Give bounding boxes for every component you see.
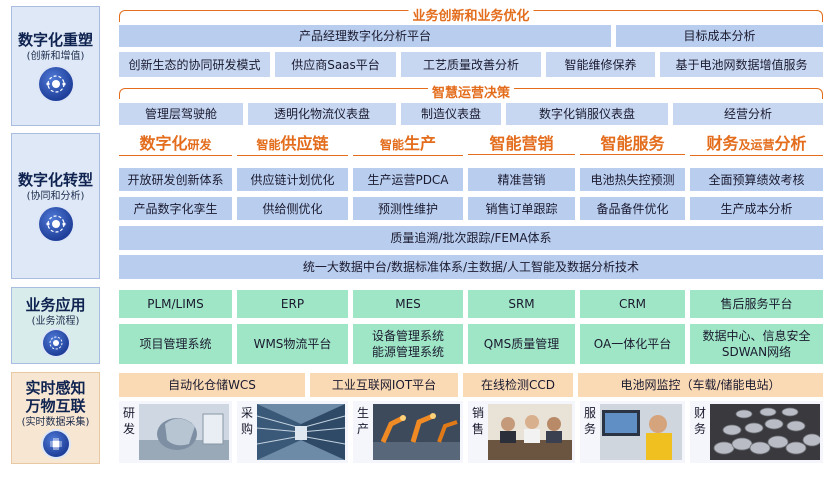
reshape-cell[interactable]: 制造仪表盘 bbox=[401, 103, 501, 125]
transform-cell[interactable]: 预测性维护 bbox=[353, 197, 463, 220]
head-big: 智能营销 bbox=[489, 134, 554, 153]
transform-cell[interactable]: 供应链计划优化 bbox=[237, 168, 348, 191]
app-cell[interactable]: OA一体化平台 bbox=[580, 324, 685, 364]
transform-cell[interactable]: 电池热失控预测 bbox=[580, 168, 685, 191]
coins-photo-image bbox=[710, 404, 820, 460]
photo-sales: 销售 bbox=[468, 401, 575, 463]
reshape-cell[interactable]: 基于电池网数据增值服务 bbox=[660, 52, 823, 77]
photo-service: 服务 bbox=[580, 401, 685, 463]
photo-label: 销售 bbox=[471, 406, 484, 436]
network-icon bbox=[38, 207, 73, 241]
transform-cell[interactable]: 生产成本分析 bbox=[690, 197, 823, 220]
rd-photo-image bbox=[139, 404, 229, 460]
photo-rd: 研发 bbox=[119, 401, 232, 463]
app-cell[interactable]: WMS物流平台 bbox=[237, 324, 348, 364]
reshape-cell[interactable]: 数字化销服仪表盘 bbox=[506, 103, 668, 125]
app-cell-multiline[interactable]: 设备管理系统 能源管理系统 bbox=[353, 324, 463, 364]
warehouse-photo-image bbox=[257, 404, 345, 460]
layer-title: 数字化转型 bbox=[17, 171, 93, 189]
sense-cell[interactable]: 工业互联网IOT平台 bbox=[310, 373, 458, 397]
reshape-cell[interactable]: 管理层驾驶舱 bbox=[119, 103, 243, 125]
app-cell[interactable]: 项目管理系统 bbox=[119, 324, 232, 364]
quality-trace-bar[interactable]: 质量追溯/批次跟踪/FEMA体系 bbox=[119, 226, 823, 250]
transform-cell[interactable]: 精准营销 bbox=[468, 168, 575, 191]
reshape-cell[interactable]: 创新生态的协同研发模式 bbox=[119, 52, 270, 77]
transform-head-production: 智能生产 bbox=[353, 134, 463, 156]
photo-finance: 财务 bbox=[690, 401, 823, 463]
head-small: 研发 bbox=[187, 138, 212, 152]
layer-apps: 业务应用 (业务流程) bbox=[11, 287, 100, 364]
sense-cell[interactable]: 电池网监控（车载/储能电站） bbox=[578, 373, 823, 397]
app-cell-multiline[interactable]: 数据中心、信息安全 SDWAN网络 bbox=[690, 324, 823, 364]
sense-cell[interactable]: 在线检测CCD bbox=[463, 373, 573, 397]
photo-purchase: 采购 bbox=[237, 401, 348, 463]
layer-subtitle: (协同和分析) bbox=[26, 191, 85, 202]
transform-head-rd: 数字化研发 bbox=[119, 134, 232, 156]
photo-label: 服务 bbox=[583, 406, 596, 436]
transform-cell[interactable]: 供给侧优化 bbox=[237, 197, 348, 220]
reshape-cell[interactable]: 产品经理数字化分析平台 bbox=[119, 25, 611, 47]
decision-bracket-label: 智慧运营决策 bbox=[427, 86, 515, 101]
app-cell[interactable]: CRM bbox=[580, 290, 685, 318]
transform-cell[interactable]: 销售订单跟踪 bbox=[468, 197, 575, 220]
app-cell[interactable]: 售后服务平台 bbox=[690, 290, 823, 318]
chip-icon bbox=[42, 431, 69, 457]
app-cell[interactable]: ERP bbox=[237, 290, 348, 318]
network-icon bbox=[38, 67, 73, 101]
layer-title-line1: 实时感知 bbox=[25, 379, 86, 397]
reshape-cell[interactable]: 供应商Saas平台 bbox=[275, 52, 396, 77]
layer-reshape: 数字化重塑 (创新和增值) bbox=[11, 6, 100, 126]
transform-cell[interactable]: 开放研发创新体系 bbox=[119, 168, 232, 191]
transform-head-marketing: 智能营销 bbox=[468, 134, 575, 155]
app-cell[interactable]: SRM bbox=[468, 290, 575, 318]
data-platform-bar[interactable]: 统一大数据中台/数据标准体系/主数据/人工智能及数据分析技术 bbox=[119, 255, 823, 279]
layer-subtitle: (创新和增值) bbox=[26, 51, 85, 62]
meeting-photo-image bbox=[488, 404, 572, 460]
photo-label: 生产 bbox=[356, 406, 369, 436]
app-cell[interactable]: QMS质量管理 bbox=[468, 324, 575, 364]
head-small: 智能 bbox=[379, 138, 404, 152]
head-small: 及运营 bbox=[738, 138, 775, 152]
photo-label: 采购 bbox=[240, 406, 253, 436]
transform-head-supply: 智能供应链 bbox=[237, 134, 348, 156]
innovation-bracket-label: 业务创新和业务优化 bbox=[408, 9, 534, 24]
layer-sense: 实时感知 万物互联 (实时数据采集) bbox=[11, 372, 100, 464]
head-big: 数字化 bbox=[139, 134, 188, 153]
transform-cell[interactable]: 备品备件优化 bbox=[580, 197, 685, 220]
layer-title-line2: 万物互联 bbox=[25, 397, 86, 415]
reshape-cell[interactable]: 透明化物流仪表盘 bbox=[248, 103, 396, 125]
layer-subtitle: (实时数据采集) bbox=[21, 417, 90, 428]
transform-cell[interactable]: 产品数字化孪生 bbox=[119, 197, 232, 220]
layer-title: 数字化重塑 bbox=[17, 31, 93, 49]
layer-transform: 数字化转型 (协同和分析) bbox=[11, 133, 100, 279]
reshape-cell[interactable]: 经营分析 bbox=[673, 103, 823, 125]
reshape-cell[interactable]: 工艺质量改善分析 bbox=[401, 52, 541, 77]
transform-head-finance: 财务及运营分析 bbox=[690, 134, 823, 156]
app-cell[interactable]: PLM/LIMS bbox=[119, 290, 232, 318]
layer-subtitle: (业务流程) bbox=[31, 315, 80, 327]
head-small: 智能 bbox=[256, 138, 281, 152]
head-big: 财务 bbox=[706, 134, 739, 153]
layer-title: 业务应用 bbox=[25, 295, 86, 314]
network-icon bbox=[42, 329, 69, 356]
photo-label: 财务 bbox=[693, 406, 706, 436]
head-big: 供应链 bbox=[280, 134, 329, 153]
photo-production: 生产 bbox=[353, 401, 463, 463]
robot-line-photo-image bbox=[373, 404, 460, 460]
photo-label: 研发 bbox=[122, 406, 135, 436]
service-photo-image bbox=[600, 404, 682, 460]
head-big2: 分析 bbox=[774, 134, 807, 153]
head-big: 生产 bbox=[404, 134, 437, 153]
transform-cell[interactable]: 全面预算绩效考核 bbox=[690, 168, 823, 191]
head-big: 智能服务 bbox=[600, 134, 665, 153]
app-cell[interactable]: MES bbox=[353, 290, 463, 318]
transform-cell[interactable]: 生产运营PDCA bbox=[353, 168, 463, 191]
sense-cell[interactable]: 自动化仓储WCS bbox=[119, 373, 305, 397]
transform-head-service: 智能服务 bbox=[580, 134, 685, 155]
reshape-cell[interactable]: 智能维修保养 bbox=[546, 52, 655, 77]
reshape-cell[interactable]: 目标成本分析 bbox=[616, 25, 823, 47]
